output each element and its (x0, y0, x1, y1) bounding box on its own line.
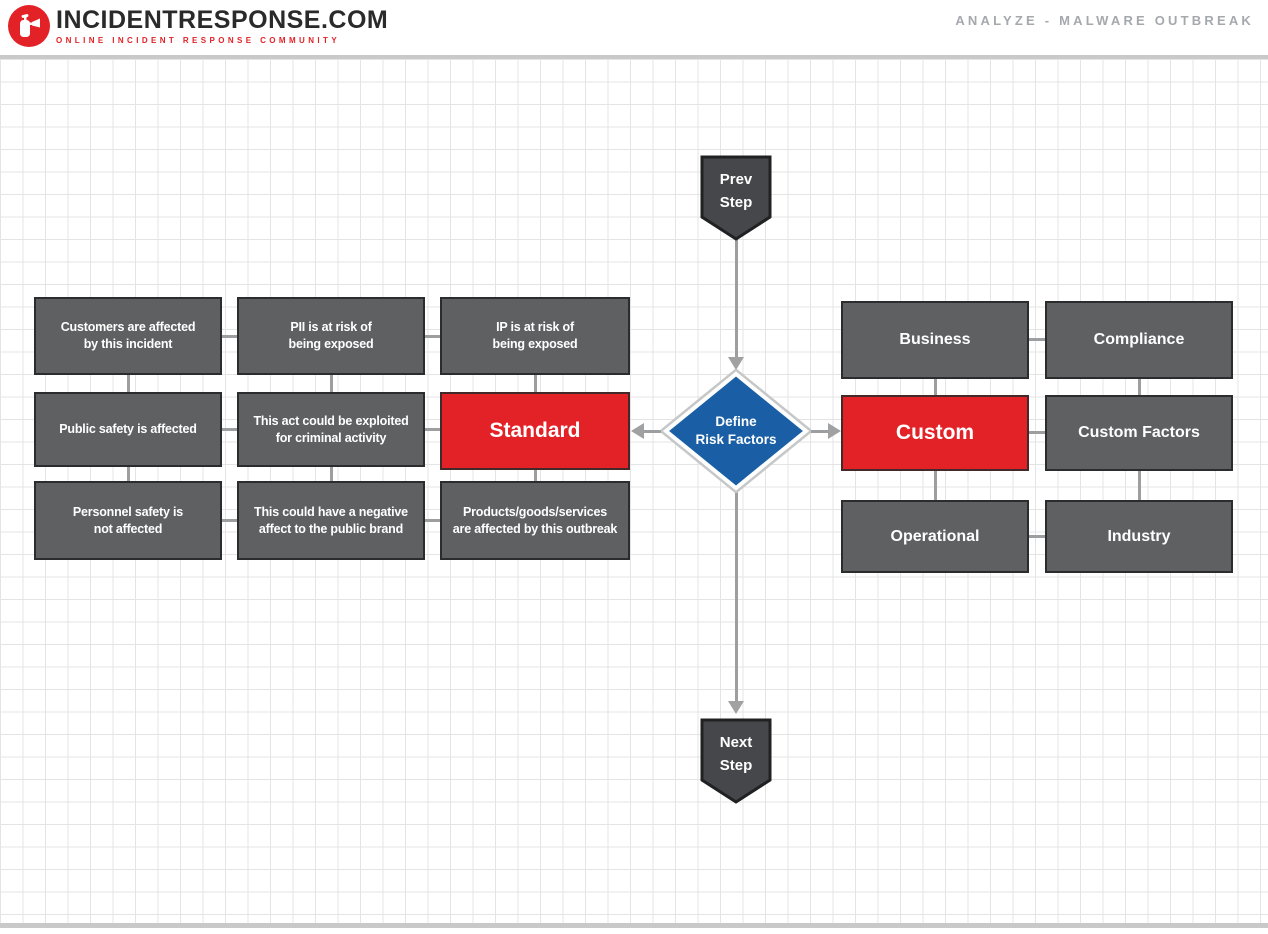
connector (330, 375, 333, 392)
node-ip-at-risk[interactable]: IP is at risk of being exposed (440, 297, 630, 375)
node-industry[interactable]: Industry (1045, 500, 1233, 573)
node-business[interactable]: Business (841, 301, 1029, 379)
connector (425, 519, 440, 522)
node-label: Operational (890, 527, 980, 545)
node-label: Public safety is affected (59, 422, 197, 437)
connector (735, 239, 738, 359)
decision-label: Define Risk Factors (695, 413, 777, 447)
header: INCIDENTRESPONSE.COM ONLINE INCIDENT RES… (0, 0, 1268, 55)
connector (809, 430, 828, 433)
page-title: ANALYZE - MALWARE OUTBREAK (955, 13, 1254, 28)
arrow-down-icon (728, 701, 744, 714)
node-standard[interactable]: Standard (440, 392, 630, 470)
logo[interactable]: INCIDENTRESPONSE.COM ONLINE INCIDENT RES… (8, 5, 388, 47)
prev-step-button[interactable]: Prev Step (700, 155, 772, 241)
node-custom-factors[interactable]: Custom Factors (1045, 395, 1233, 471)
connector (425, 428, 440, 431)
connector (1138, 379, 1141, 395)
node-label: PII is at risk of being exposed (288, 320, 374, 351)
connector (644, 430, 663, 433)
node-label: Business (899, 331, 971, 349)
connector (934, 379, 937, 395)
connector (1029, 431, 1045, 434)
next-step-label: Next Step (719, 734, 753, 775)
logo-title: INCIDENTRESPONSE.COM (56, 5, 389, 34)
node-public-brand[interactable]: This could have a negative affect to the… (237, 481, 425, 560)
node-personnel-safety[interactable]: Personnel safety is not affected (34, 481, 222, 560)
node-criminal-activity[interactable]: This act could be exploited for criminal… (237, 392, 425, 467)
prev-step-label: Prev Step (719, 171, 753, 212)
node-products-affected[interactable]: Products/goods/services are affected by … (440, 481, 630, 560)
connector (222, 519, 237, 522)
node-label: Custom Factors (1078, 424, 1200, 442)
node-public-safety[interactable]: Public safety is affected (34, 392, 222, 467)
decision-define-risk-factors[interactable]: Define Risk Factors (661, 369, 811, 493)
connector (127, 467, 130, 481)
node-label: This act could be exploited for criminal… (253, 413, 409, 445)
node-label: This could have a negative affect to the… (254, 504, 408, 536)
connector (330, 467, 333, 481)
node-label: Products/goods/services are affected by … (452, 504, 618, 536)
node-compliance[interactable]: Compliance (1045, 301, 1233, 379)
footer-divider (0, 923, 1268, 928)
connector (222, 335, 237, 338)
connector (534, 467, 537, 481)
node-custom[interactable]: Custom (841, 395, 1029, 471)
connector (934, 471, 937, 500)
fire-extinguisher-logo-icon (8, 5, 50, 47)
node-operational[interactable]: Operational (841, 500, 1029, 573)
connector (222, 428, 237, 431)
next-step-button[interactable]: Next Step (700, 718, 772, 804)
node-customers-affected[interactable]: Customers are affected by this incident (34, 297, 222, 375)
connector (735, 491, 738, 702)
connector (534, 375, 537, 392)
arrow-left-icon (631, 423, 644, 439)
node-pii-at-risk[interactable]: PII is at risk of being exposed (237, 297, 425, 375)
connector (1029, 535, 1045, 538)
node-label: Personnel safety is not affected (72, 504, 184, 536)
arrow-down-icon (728, 357, 744, 370)
node-label: Compliance (1093, 331, 1185, 349)
header-divider (0, 55, 1268, 59)
connector (1029, 338, 1045, 341)
node-label: Custom (895, 420, 975, 444)
node-label: Industry (1107, 527, 1171, 545)
arrow-right-icon (828, 423, 841, 439)
node-label: Customers are affected by this incident (60, 320, 196, 351)
connector (425, 335, 440, 338)
node-label: Standard (489, 418, 581, 442)
node-label: IP is at risk of being exposed (492, 320, 578, 351)
connector (1138, 471, 1141, 500)
connector (127, 375, 130, 392)
logo-tagline: ONLINE INCIDENT RESPONSE COMMUNITY (56, 35, 341, 45)
